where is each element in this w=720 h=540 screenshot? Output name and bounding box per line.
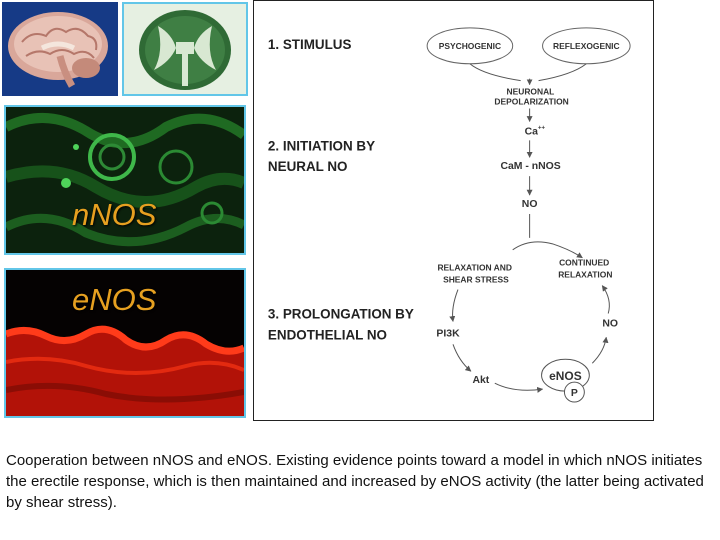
enos-fluorescence (6, 270, 244, 416)
pi3k-label: PI3K (436, 328, 460, 339)
spinal-cord-illustration (124, 4, 246, 94)
arrow-to-enos (494, 382, 544, 393)
arrow-no-to-continued (601, 285, 610, 314)
akt-label: Akt (472, 375, 489, 386)
arrow-psychogenic (469, 63, 521, 82)
cam-nnos-label: CaM - nNOS (500, 161, 560, 172)
pathway-diagram-svg: 1. STIMULUS 2. INITIATION BY NEURAL NO 3… (268, 27, 631, 403)
depolarization-label: NEURONAL DEPOLARIZATION (494, 87, 568, 107)
stage-3-title: 3. PROLONGATION BY ENDOTHELIAL NO (268, 306, 418, 342)
reflexogenic-label: REFLEXOGENIC (553, 41, 620, 51)
no-endothelial-label: NO (602, 318, 618, 329)
stage-2-title: 2. INITIATION BY NEURAL NO (268, 138, 379, 174)
brain-image (2, 2, 118, 96)
no-neural-label: NO (522, 199, 538, 210)
psychogenic-label: PSYCHOGENIC (439, 41, 501, 51)
nnos-label: nNOS (72, 197, 157, 232)
brain-illustration (2, 2, 118, 96)
figure-caption: Cooperation between nNOS and eNOS. Exist… (6, 452, 704, 511)
spinal-cord-image (122, 2, 248, 96)
continued-relaxation-label: CONTINUED RELAXATION (558, 258, 612, 280)
phosphate-label: P (571, 388, 578, 399)
arrow-to-continued-relaxation (512, 241, 583, 259)
enos-micrograph: eNOS (4, 268, 246, 418)
arrow-to-pi3k (449, 289, 459, 323)
nnos-micrograph: nNOS (4, 105, 246, 255)
phosphate-circle (563, 381, 585, 403)
relaxation-shear-label: RELAXATION AND SHEAR STRESS (437, 263, 514, 285)
enos-node-label: eNOS (549, 369, 582, 383)
arrow-to-akt (452, 344, 472, 372)
psychogenic-oval (426, 27, 514, 65)
arrow-reflexogenic (538, 63, 587, 82)
stage-1-title: 1. STIMULUS (268, 37, 352, 52)
arrow-to-no-endothelial (591, 336, 609, 364)
pathway-diagram: 1. STIMULUS 2. INITIATION BY NEURAL NO 3… (253, 0, 654, 421)
nnos-fluorescence (6, 107, 244, 253)
enos-label: eNOS (72, 282, 157, 317)
calcium-label: Ca++ (525, 125, 546, 137)
